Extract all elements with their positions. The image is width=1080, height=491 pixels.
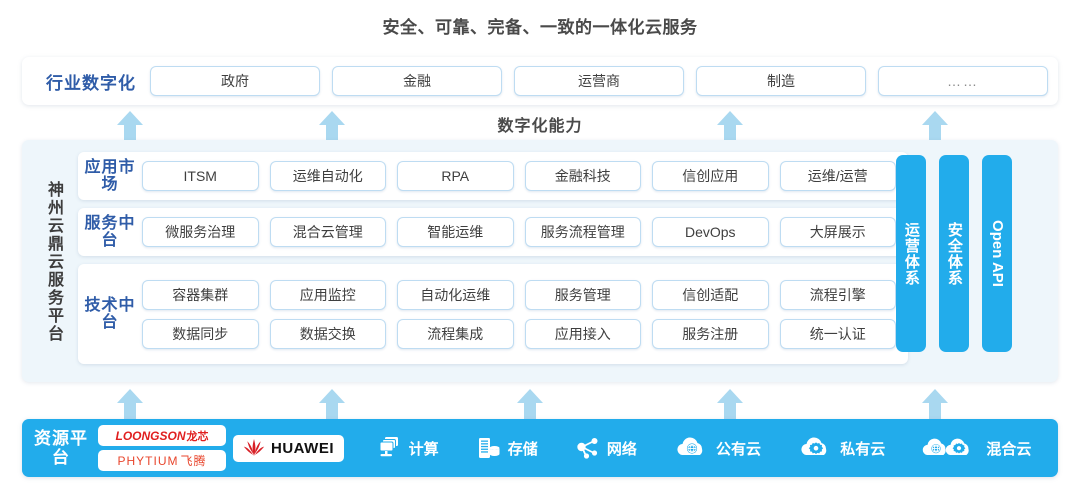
industry-item-carrier[interactable]: 运营商 [514, 66, 684, 96]
sidebar-operations-system[interactable]: 运营体系 [896, 155, 926, 352]
resource-arrow-5 [920, 388, 950, 420]
layer-app-market: 应用市场 ITSM 运维自动化 RPA 金融科技 信创应用 运维/运营 [78, 152, 908, 200]
compute-icon [377, 435, 403, 461]
loongson-logo-chip[interactable]: LOONGSON龙芯 [98, 425, 226, 446]
layer-service-midend: 服务中台 微服务治理 混合云管理 智能运维 服务流程管理 DevOps 大屏展示 [78, 208, 908, 256]
tech-row-1: 容器集群 应用监控 自动化运维 服务管理 信创适配 流程引擎 [142, 279, 896, 310]
tech-item-app-access[interactable]: 应用接入 [524, 318, 641, 349]
upflow-arrow-1 [115, 110, 145, 142]
sidebar-open-api-label: Open API [988, 220, 1006, 287]
tech-row-2: 数据同步 数据交换 流程集成 应用接入 服务注册 统一认证 [142, 318, 896, 349]
resource-items: 计算 [344, 435, 1058, 461]
loongson-brand-text: LOONGSON [115, 428, 186, 443]
upflow-arrow-3 [715, 110, 745, 142]
tech-item-app-monitoring[interactable]: 应用监控 [269, 279, 386, 310]
svc-item-dashboard[interactable]: 大屏展示 [779, 217, 896, 247]
loongson-brand-cn: 龙芯 [186, 430, 209, 443]
resource-item-compute[interactable]: 计算 [377, 435, 439, 461]
layer-tech-midend: 技术中台 容器集群 应用监控 自动化运维 服务管理 信创适配 流程引擎 数据同步… [78, 264, 908, 364]
industry-item-more[interactable]: …… [878, 66, 1048, 96]
app-item-ops-operation[interactable]: 运维/运营 [779, 161, 896, 191]
resource-item-compute-label: 计算 [408, 440, 439, 458]
resource-item-hybrid-cloud[interactable]: 混合云 [922, 435, 1031, 461]
svc-item-service-process-mgmt[interactable]: 服务流程管理 [524, 217, 641, 247]
resource-item-public-cloud[interactable]: 公有云 [674, 435, 761, 461]
resource-item-private-cloud-label: 私有云 [840, 440, 886, 458]
industry-item-government[interactable]: 政府 [150, 66, 320, 96]
resource-item-storage[interactable]: 存储 [476, 435, 538, 461]
industry-items: 政府 金融 运营商 制造 …… [150, 66, 1048, 96]
resource-platform-label: 资源平台 [34, 428, 88, 467]
huawei-logo-chip[interactable]: HUAWEI [233, 434, 344, 462]
storage-icon [476, 435, 502, 461]
tech-item-service-mgmt[interactable]: 服务管理 [524, 279, 641, 310]
tech-item-xinchuang-adaptation[interactable]: 信创适配 [652, 279, 769, 310]
tech-item-data-sync[interactable]: 数据同步 [142, 318, 259, 349]
app-item-itsm[interactable]: ITSM [142, 161, 259, 191]
svc-item-microservice-governance[interactable]: 微服务治理 [142, 217, 259, 247]
tech-item-process-engine[interactable]: 流程引擎 [779, 279, 896, 310]
sidebar-operations-system-label: 运营体系 [902, 221, 920, 286]
sidebar-security-system[interactable]: 安全体系 [939, 155, 969, 352]
sidebar-security-system-label: 安全体系 [945, 221, 963, 286]
page-title: 安全、可靠、完备、一致的一体化云服务 [382, 18, 698, 37]
tech-item-process-integration[interactable]: 流程集成 [397, 318, 514, 349]
layer-app-market-label: 应用市场 [84, 158, 136, 193]
resource-arrow-1 [115, 388, 145, 420]
layer-tech-midend-rows: 容器集群 应用监控 自动化运维 服务管理 信创适配 流程引擎 数据同步 数据交换… [142, 279, 908, 349]
industry-row-label: 行业数字化 [46, 73, 136, 93]
upflow-arrow-2 [317, 110, 347, 142]
layer-tech-midend-label: 技术中台 [84, 296, 136, 331]
phytium-brand-cn: 飞腾 [180, 454, 207, 468]
app-item-rpa[interactable]: RPA [397, 161, 514, 191]
phytium-brand-text: PHYTIUM [117, 454, 179, 468]
resource-item-hybrid-cloud-label: 混合云 [986, 440, 1032, 458]
private-cloud-icon [798, 435, 834, 461]
resource-arrow-4 [715, 388, 745, 420]
resource-item-network-label: 网络 [606, 440, 637, 458]
svc-item-aiops[interactable]: 智能运维 [397, 217, 514, 247]
network-icon [575, 435, 601, 461]
platform-vertical-label: 神州云鼎云服务平台 [45, 181, 62, 343]
svc-item-hybrid-cloud-mgmt[interactable]: 混合云管理 [269, 217, 386, 247]
resource-item-network[interactable]: 网络 [575, 435, 637, 461]
layer-service-midend-label: 服务中台 [84, 214, 136, 249]
huawei-label: HUAWEI [271, 439, 334, 457]
resource-arrow-2 [317, 388, 347, 420]
layer-service-midend-items: 微服务治理 混合云管理 智能运维 服务流程管理 DevOps 大屏展示 [142, 217, 908, 247]
app-item-xinchuang-app[interactable]: 信创应用 [652, 161, 769, 191]
tech-item-unified-auth[interactable]: 统一认证 [779, 318, 896, 349]
app-item-fintech[interactable]: 金融科技 [524, 161, 641, 191]
app-item-ops-automation[interactable]: 运维自动化 [269, 161, 386, 191]
resource-item-public-cloud-label: 公有云 [716, 440, 762, 458]
public-cloud-icon [674, 435, 710, 461]
tech-item-service-registry[interactable]: 服务注册 [652, 318, 769, 349]
resource-item-private-cloud[interactable]: 私有云 [798, 435, 885, 461]
resource-arrow-3 [515, 388, 545, 420]
tech-item-data-exchange[interactable]: 数据交换 [269, 318, 386, 349]
capability-caption: 数字化能力 [497, 118, 583, 135]
svc-item-devops[interactable]: DevOps [652, 217, 769, 247]
tech-item-automated-ops[interactable]: 自动化运维 [397, 279, 514, 310]
industry-item-finance[interactable]: 金融 [332, 66, 502, 96]
hybrid-cloud-icon [922, 435, 980, 461]
resource-item-storage-label: 存储 [507, 440, 538, 458]
sidebar-open-api[interactable]: Open API [982, 155, 1012, 352]
layer-app-market-items: ITSM 运维自动化 RPA 金融科技 信创应用 运维/运营 [142, 161, 908, 191]
industry-item-manufacturing[interactable]: 制造 [696, 66, 866, 96]
industry-digitalization-row: 行业数字化 政府 金融 运营商 制造 …… [22, 57, 1058, 105]
huawei-flower-icon [243, 438, 265, 458]
tech-item-container-cluster[interactable]: 容器集群 [142, 279, 259, 310]
upflow-arrow-4 [920, 110, 950, 142]
